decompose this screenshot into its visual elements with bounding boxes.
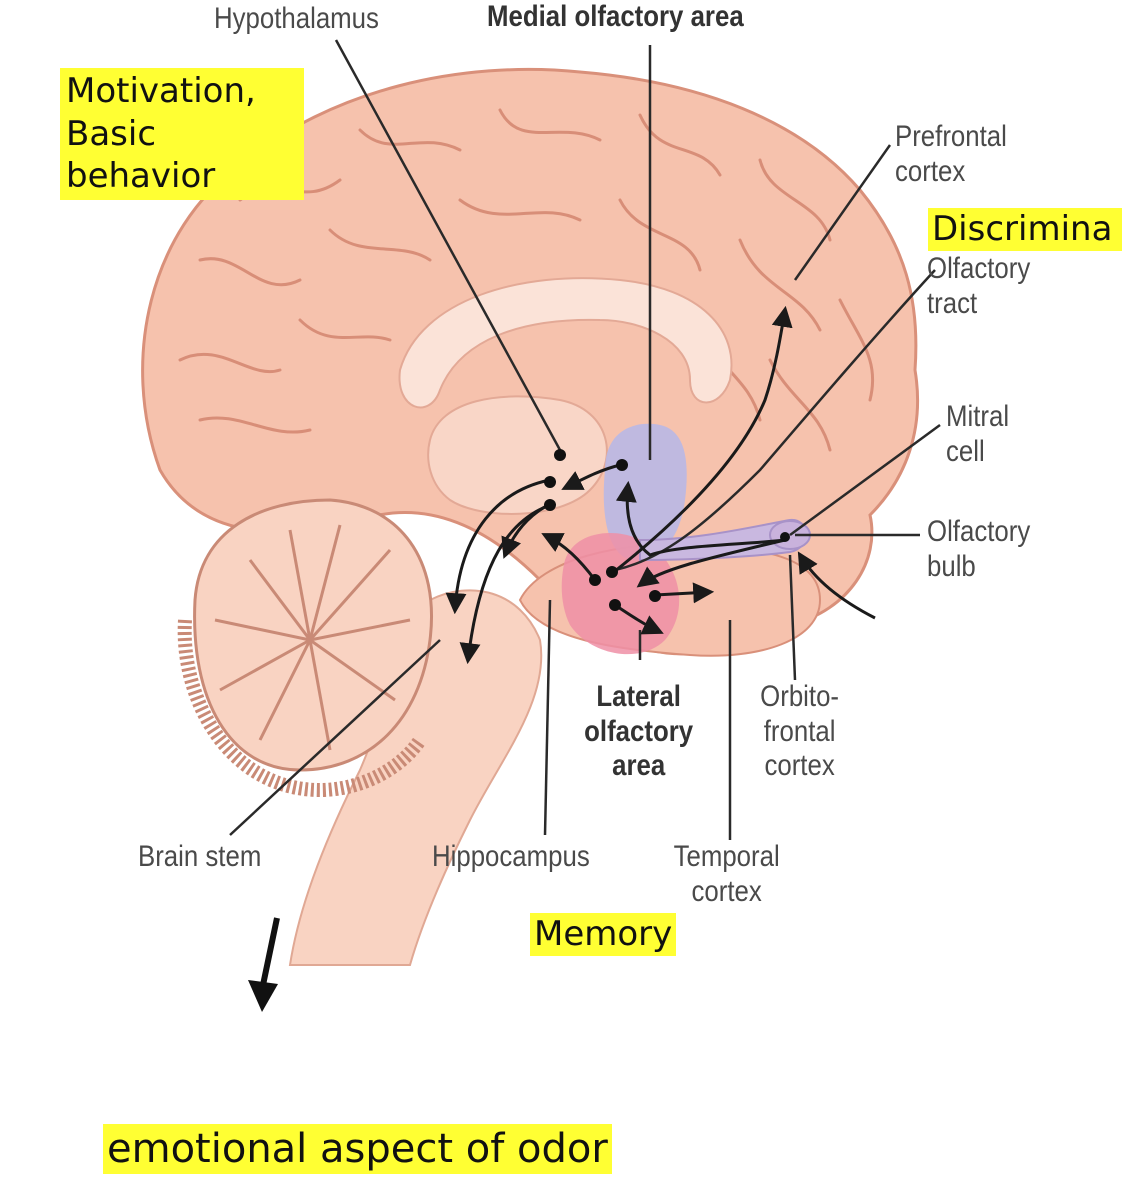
label-olfactory-bulb: Olfactory bulb bbox=[927, 515, 1031, 583]
annotation-discrimination: Discrimina bbox=[928, 208, 1122, 251]
annotation-emotional-aspect: emotional aspect of odor bbox=[103, 1124, 612, 1174]
label-brain-stem: Brain stem bbox=[138, 840, 262, 873]
annotation-motivation: Motivation, Basic behavior bbox=[60, 68, 304, 200]
label-medial-olfactory-area: Medial olfactory area bbox=[487, 0, 744, 33]
label-prefrontal-cortex: Prefrontal cortex bbox=[895, 120, 1007, 188]
thalamus bbox=[427, 395, 608, 515]
label-hypothalamus: Hypothalamus bbox=[214, 2, 379, 35]
pathway-nodes bbox=[544, 449, 790, 611]
annotation-memory: Memory bbox=[530, 913, 677, 956]
emotional-arrow bbox=[248, 917, 280, 1012]
label-orbitofrontal-cortex: Orbito- frontal cortex bbox=[760, 680, 840, 782]
label-hippocampus: Hippocampus bbox=[432, 840, 590, 873]
label-mitral-cell: Mitral cell bbox=[946, 400, 1010, 468]
label-lateral-olfactory-area: Lateral olfactory area bbox=[584, 680, 694, 782]
pathway-arrows bbox=[445, 305, 876, 665]
label-temporal-cortex: Temporal cortex bbox=[673, 840, 780, 908]
label-olfactory-tract: Olfactory tract bbox=[927, 252, 1031, 320]
